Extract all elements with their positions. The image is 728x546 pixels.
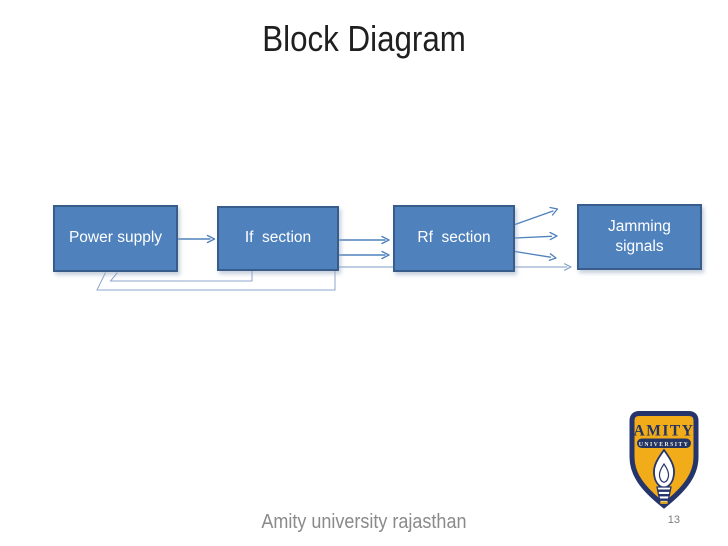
fan-arrow-rf-to-jamming-up [514,206,559,226]
amity-university-logo-icon: AMITY UNIVERSITY [623,410,705,512]
block-jamming-signals: Jamming signals [577,204,702,270]
block-if-section-label: If section [244,229,312,247]
page-number: 13 [667,514,680,526]
fan-arrow-rf-to-jamming-middle [514,231,558,241]
block-if-section: If section [217,206,339,271]
block-rf-section-label: Rf section [417,229,491,247]
footer-area: Amity university rajasthan [0,511,728,534]
footer-text: Amity university rajasthan [261,511,467,533]
flame-icon [653,448,675,489]
block-power-supply-label: Power supply [68,229,163,247]
torch-icon [656,486,672,505]
feedback-line-inner [109,269,253,282]
block-jamming-signals-label: Jamming signals [608,217,671,255]
slide-title: Block Diagram [262,18,466,59]
university-banner [637,438,691,448]
logo-amity-text: AMITY [634,423,695,440]
block-rf-section: Rf section [393,205,515,272]
arrow-if-section-to-rf-section-upper [338,235,390,245]
arrow-power-supply-to-if-section [177,234,216,244]
feedback-line-outer [96,269,336,291]
block-power-supply: Power supply [53,205,178,272]
arrow-if-section-to-rf-section-lower [338,250,390,260]
title-area: Block Diagram [0,18,728,60]
logo-university-text: UNIVERSITY [639,442,689,448]
fan-arrow-rf-to-jamming-down [514,250,557,261]
